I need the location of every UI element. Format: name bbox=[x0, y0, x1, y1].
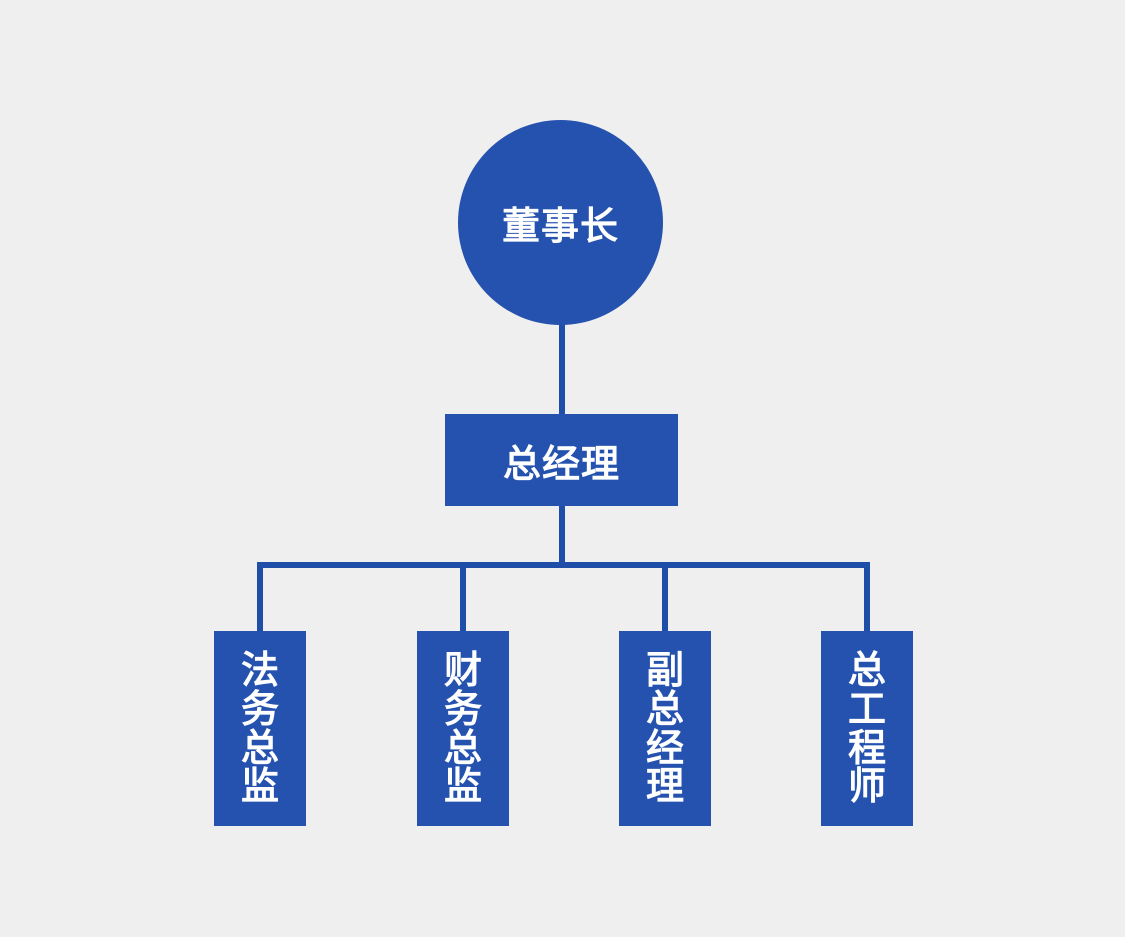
connector-chairman-to-manager bbox=[559, 320, 565, 417]
node-chairman-label: 董事长 bbox=[501, 204, 619, 248]
connector-horizontal-bar bbox=[257, 562, 870, 568]
node-general-manager: 总经理 bbox=[445, 414, 678, 506]
node-chief-engineer-label: 总工程师 bbox=[847, 648, 886, 809]
node-finance-director: 财务总监 bbox=[417, 631, 509, 826]
node-finance-director-label: 财务总监 bbox=[443, 648, 482, 809]
node-deputy-general-manager-label: 副总经理 bbox=[645, 648, 684, 809]
connector-drop-finance-director bbox=[460, 562, 466, 632]
connector-drop-deputy-general-manager bbox=[662, 562, 668, 632]
connector-manager-stem bbox=[559, 506, 565, 566]
node-chief-engineer: 总工程师 bbox=[821, 631, 913, 826]
node-legal-director-label: 法务总监 bbox=[240, 648, 279, 809]
node-general-manager-label: 总经理 bbox=[502, 441, 620, 486]
connector-drop-chief-engineer bbox=[864, 562, 870, 632]
node-chairman: 董事长 bbox=[458, 120, 663, 325]
connector-drop-legal-director bbox=[257, 562, 263, 632]
node-deputy-general-manager: 副总经理 bbox=[619, 631, 711, 826]
node-legal-director: 法务总监 bbox=[214, 631, 306, 826]
